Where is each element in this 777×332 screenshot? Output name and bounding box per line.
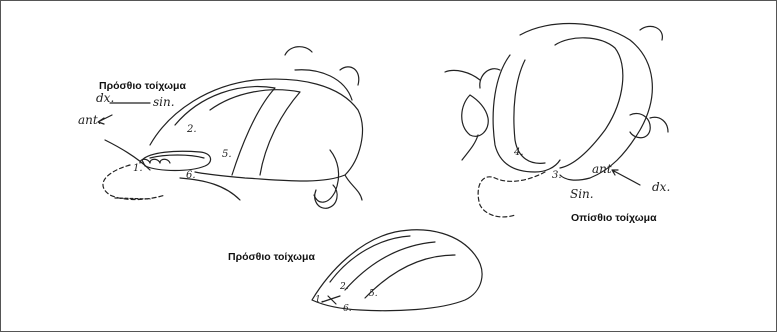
right-right-bulb: [630, 113, 650, 137]
bottom-notch: [322, 296, 340, 304]
left-organ-outline: [150, 79, 362, 181]
right-number-4: 4.: [514, 148, 524, 158]
bottom-number-1: 1.: [315, 296, 324, 305]
left-opening-inner: [150, 155, 204, 158]
left-right-lobe: [340, 67, 359, 85]
left-dashed-bottom: [115, 198, 150, 199]
right-right-tendril: [650, 117, 668, 132]
right-organ-outline: [520, 24, 652, 181]
bottom-fold-1: [330, 236, 410, 282]
right-number-3: 3.: [552, 171, 562, 181]
right-label-ant: ant.: [592, 163, 616, 175]
left-opening-outer: [142, 151, 211, 170]
right-top-lobe: [640, 26, 662, 40]
right-figure: [445, 24, 668, 217]
right-dashed-extension: [478, 172, 545, 217]
right-tail: [445, 70, 480, 80]
left-top-lobe: [285, 47, 312, 55]
right-label-dx: dx.: [652, 181, 670, 193]
caption-bottom-anterior-wall: Πρόσθιο τοίχωμα: [228, 251, 315, 263]
right-label-sin: Sin.: [570, 188, 594, 200]
left-fold-2: [210, 90, 300, 175]
left-label-dx: dx.: [96, 92, 114, 104]
right-loop: [493, 55, 560, 172]
left-number-6: 6.: [186, 171, 196, 181]
left-number-1: 1.: [133, 164, 143, 174]
left-number-5: 5.: [222, 150, 232, 160]
left-number-2: 2.: [187, 125, 197, 135]
right-left-tendril: [462, 135, 478, 160]
left-label-sin: sin.: [153, 96, 175, 108]
left-label-ant: ant.: [78, 114, 102, 126]
right-left-bulb: [462, 95, 489, 136]
left-bulb: [315, 185, 337, 208]
left-bulb-stem: [314, 150, 339, 202]
right-orientation-arrow: [612, 170, 640, 185]
bottom-number-6: 6.: [343, 305, 352, 314]
left-tendril: [345, 175, 362, 200]
left-opening-ring: [140, 159, 170, 163]
bottom-figure: [312, 230, 482, 311]
bottom-organ-outline: [312, 230, 482, 311]
caption-posterior-wall: Οπίσθιο τοίχωμα: [571, 212, 657, 224]
bottom-number-2: 2.: [340, 283, 349, 292]
left-figure: [98, 47, 362, 209]
bottom-number-5: 5.: [369, 290, 378, 299]
right-fold-inner: [555, 38, 623, 168]
